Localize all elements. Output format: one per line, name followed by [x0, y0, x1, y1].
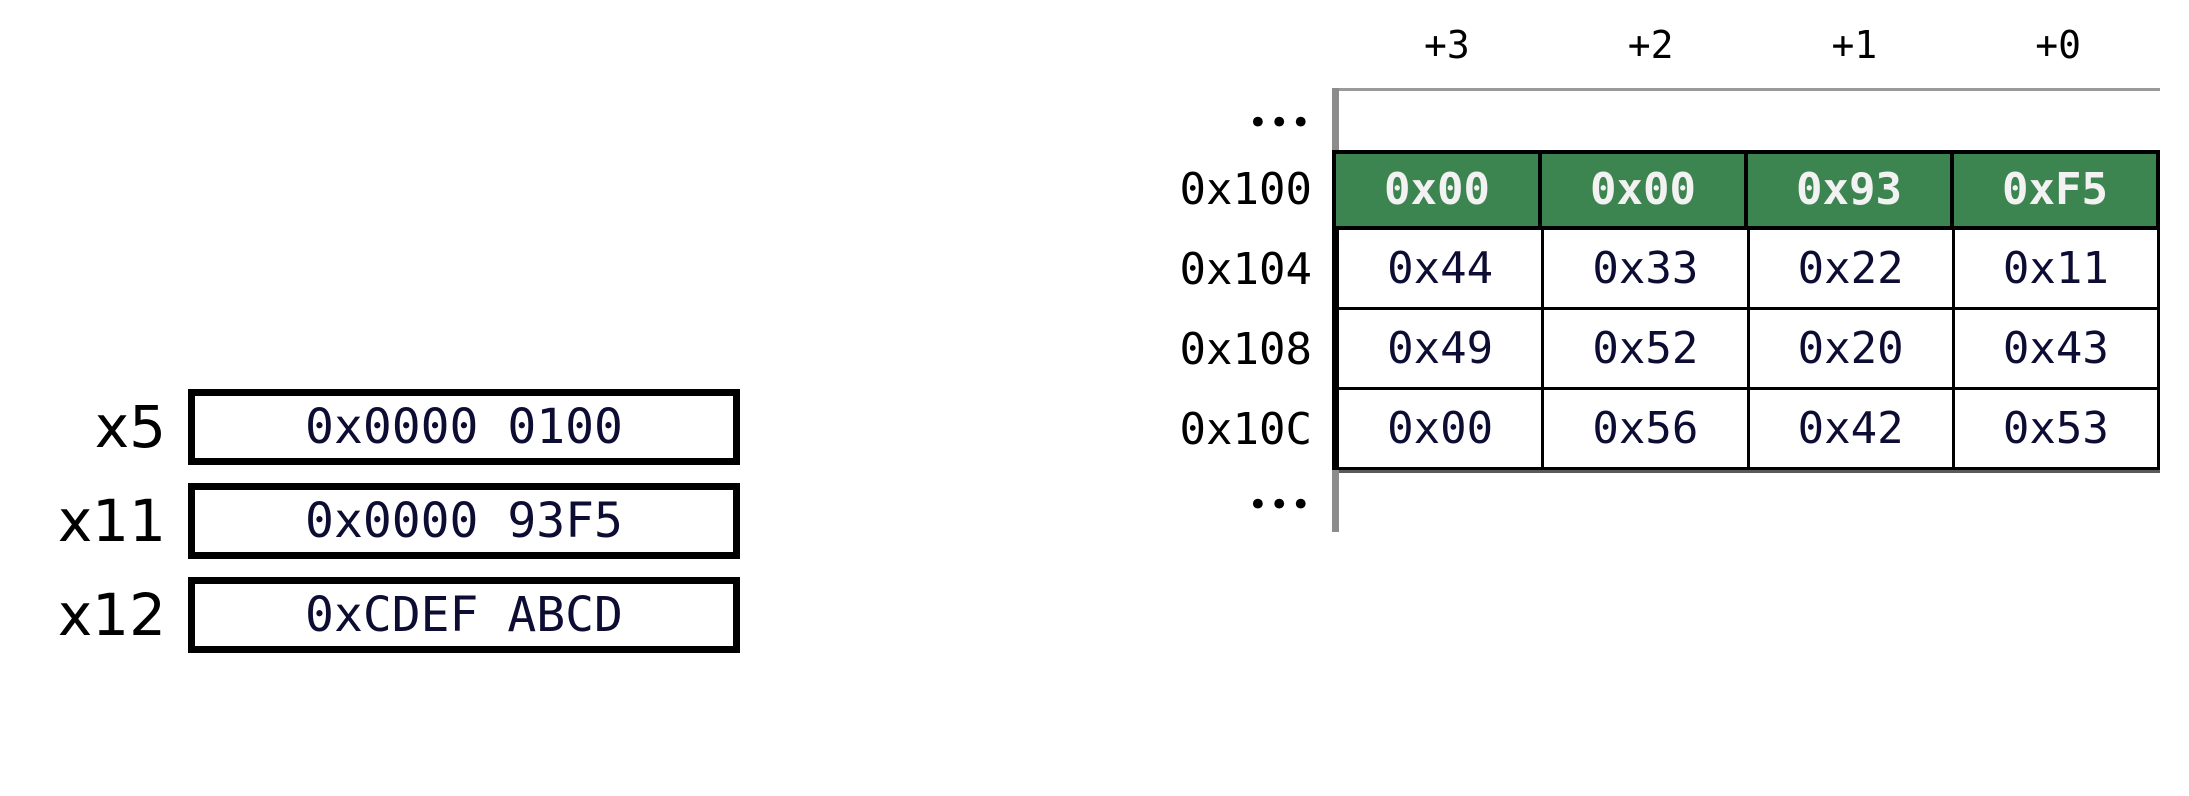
memory-row-ellipsis-bottom: ••• [1110, 470, 2160, 532]
memory-cell-0x100[interactable]: 0xF5 [1950, 150, 2160, 230]
column-header-plus3: +3 [1423, 23, 1470, 67]
register-value-x5: 0x0000 0100 [305, 399, 623, 455]
memory-cell-0x101[interactable]: 0x93 [1744, 150, 1954, 230]
memory-cell-0x10C[interactable]: 0x53 [1954, 390, 2160, 470]
memory-cell-0x108[interactable]: 0x43 [1954, 310, 2160, 390]
memory-row-label-0x10C: 0x10C [1179, 404, 1312, 455]
memory-row-0x104: 0x104 0x44 0x33 0x22 0x11 [1110, 230, 2160, 310]
register-value-x11: 0x0000 93F5 [305, 493, 623, 549]
memory-cell-0x10B[interactable]: 0x49 [1339, 310, 1545, 390]
ellipsis-icon: ••• [1247, 103, 1312, 143]
memory-row-label-ellipsis-bottom: ••• [1110, 470, 1332, 532]
register-label-x5: x5 [94, 393, 166, 461]
memory-cell-0x10F[interactable]: 0x00 [1339, 390, 1545, 470]
memory-continuation-filler [1339, 470, 2160, 532]
memory-table: +3 +2 +1 +0 ••• 0x100 0x00 0x00 0x93 0xF… [1110, 0, 2170, 796]
memory-row-label-ellipsis-top: ••• [1110, 88, 1332, 150]
memory-row-cells-blank [1332, 470, 2160, 532]
column-header-plus0: +0 [2035, 23, 2081, 67]
memory-cell-0x10E[interactable]: 0x56 [1544, 390, 1750, 470]
register-box-x5: 0x0000 0100 [188, 389, 740, 465]
memory-row-label-0x104: 0x104 [1179, 244, 1312, 295]
register-box-x11: 0x0000 93F5 [188, 483, 740, 559]
memory-cell-0x10D[interactable]: 0x42 [1749, 390, 1955, 470]
memory-row-cells-0x100: 0x00 0x00 0x93 0xF5 [1332, 150, 2160, 230]
memory-cell-0x102[interactable]: 0x00 [1538, 150, 1748, 230]
memory-row-cells-blank [1332, 88, 2160, 150]
memory-row-label-0x108: 0x108 [1179, 324, 1312, 375]
register-label-x11: x11 [57, 487, 166, 555]
memory-row-0x108: 0x108 0x49 0x52 0x20 0x43 [1110, 310, 2160, 390]
memory-column-headers: +3 +2 +1 +0 [1345, 26, 2160, 64]
memory-row-0x100: 0x100 0x00 0x00 0x93 0xF5 [1110, 150, 2160, 230]
memory-row-cells-0x10C: 0x00 0x56 0x42 0x53 [1332, 390, 2160, 470]
register-value-x12: 0xCDEF ABCD [305, 587, 623, 643]
memory-cell-0x107[interactable]: 0x44 [1339, 230, 1545, 310]
memory-cell-0x104[interactable]: 0x11 [1954, 230, 2160, 310]
memory-cell-0x106[interactable]: 0x33 [1544, 230, 1750, 310]
memory-cell-0x105[interactable]: 0x22 [1749, 230, 1955, 310]
memory-cell-0x10A[interactable]: 0x52 [1544, 310, 1750, 390]
column-header-plus1: +1 [1831, 23, 1878, 67]
register-box-x12: 0xCDEF ABCD [188, 577, 740, 653]
memory-row-cells-0x104: 0x44 0x33 0x22 0x11 [1332, 230, 2160, 310]
register-label-x12: x12 [57, 581, 166, 649]
ellipsis-icon: ••• [1247, 485, 1312, 525]
register-file: x5 0x0000 0100 x11 0x0000 93F5 x12 0xCDE… [0, 380, 800, 662]
column-header-plus2: +2 [1627, 23, 1674, 67]
memory-row-cells-0x108: 0x49 0x52 0x20 0x43 [1332, 310, 2160, 390]
register-row: x11 0x0000 93F5 [0, 474, 800, 568]
memory-grid: ••• 0x100 0x00 0x00 0x93 0xF5 0x104 0x44… [1110, 88, 2160, 532]
memory-cell-0x109[interactable]: 0x20 [1749, 310, 1955, 390]
memory-row-label-0x100: 0x100 [1179, 164, 1312, 215]
register-row: x5 0x0000 0100 [0, 380, 800, 474]
memory-row-ellipsis-top: ••• [1110, 88, 2160, 150]
memory-row-0x10C: 0x10C 0x00 0x56 0x42 0x53 [1110, 390, 2160, 470]
memory-continuation-filler [1339, 88, 2160, 150]
register-row: x12 0xCDEF ABCD [0, 568, 800, 662]
memory-cell-0x103[interactable]: 0x00 [1332, 150, 1542, 230]
